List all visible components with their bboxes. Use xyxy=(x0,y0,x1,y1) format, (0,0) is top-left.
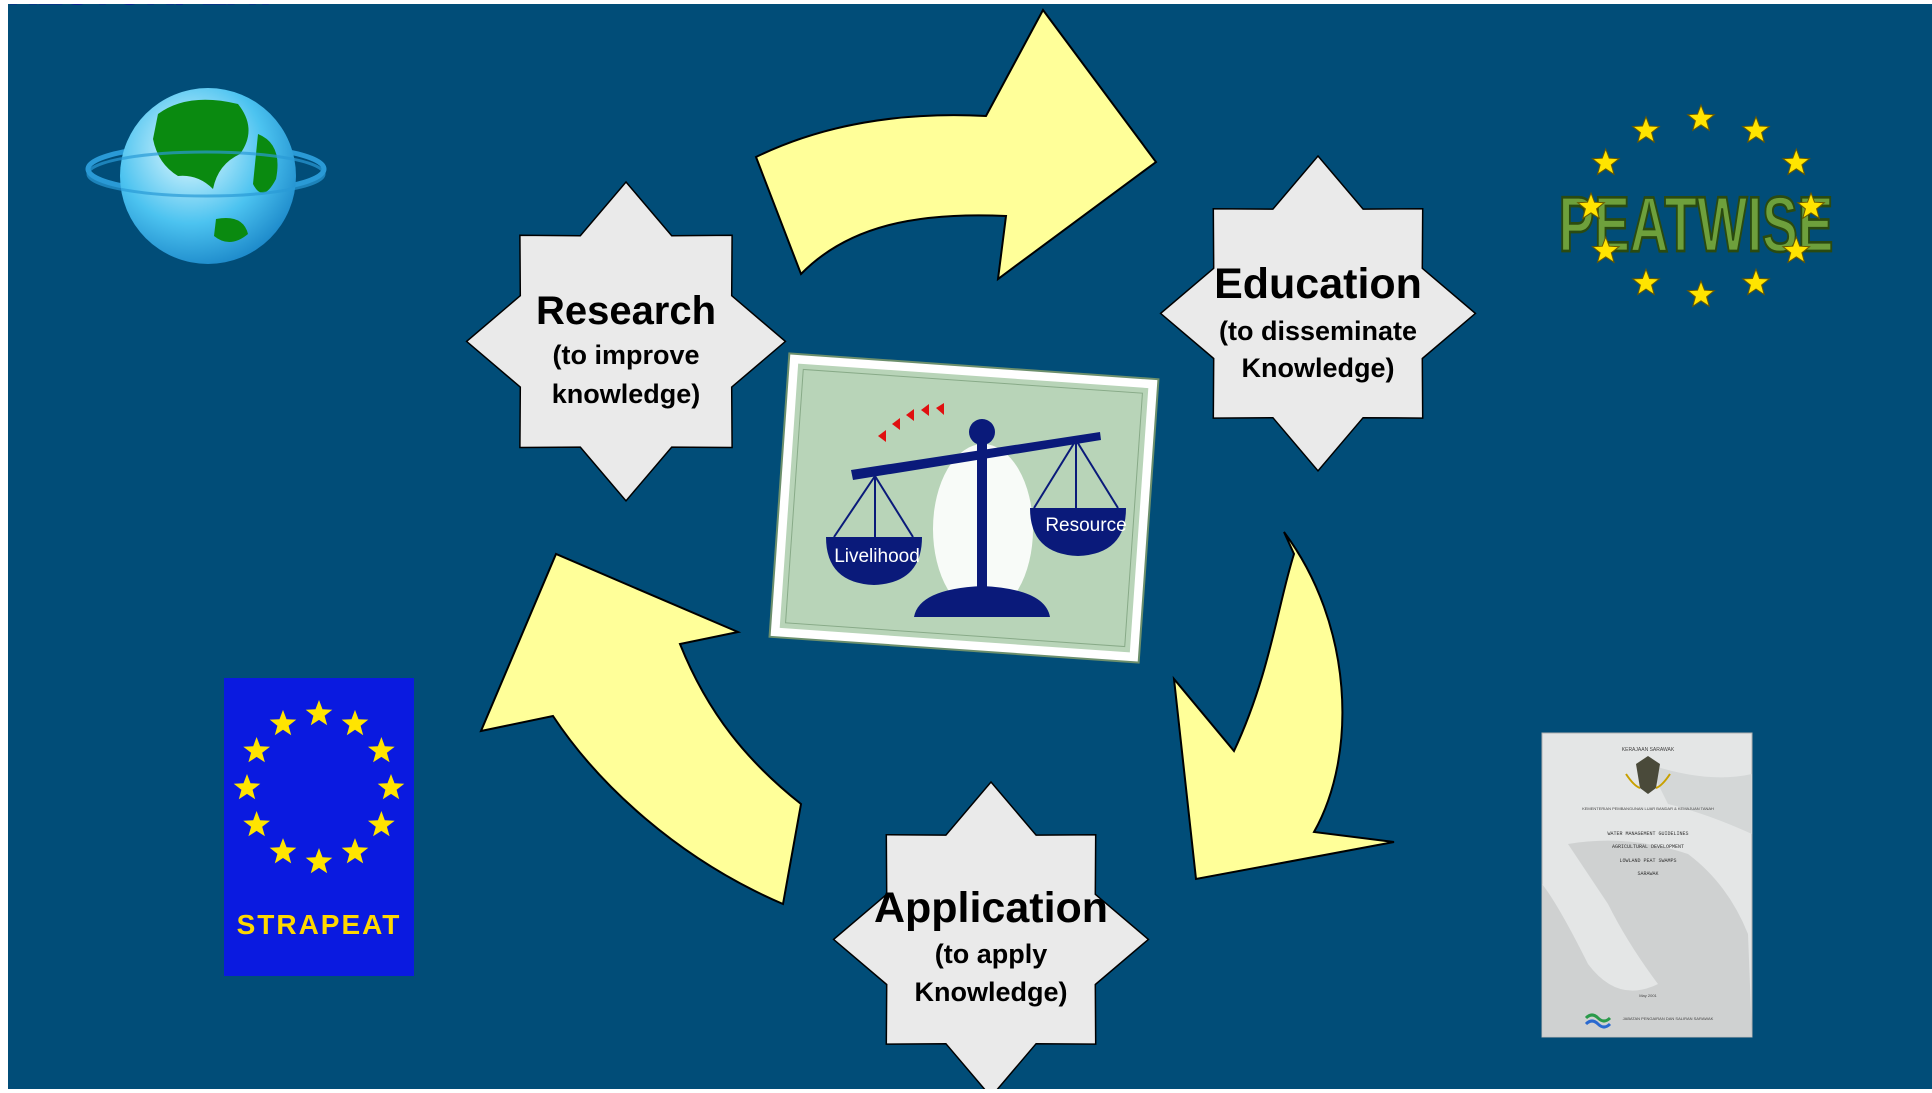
node-application-sub1: (to apply xyxy=(935,939,1048,969)
node-research-sub1: (to improve xyxy=(552,340,699,370)
document-date: May 2001 xyxy=(1639,993,1657,998)
balance-scale-icon xyxy=(826,403,1126,617)
eu-star-icon xyxy=(368,811,395,837)
slide-canvas: Research (to improve knowledge) Educatio… xyxy=(8,4,1932,1089)
eu-star-icon xyxy=(233,774,261,800)
eu-star-icon xyxy=(243,737,270,763)
strapeat-logo-text: STRAPEAT xyxy=(237,909,402,940)
eu-star-icon xyxy=(1741,115,1771,144)
eu-star-icon xyxy=(368,737,395,763)
water-management-document: KERAJAAN SARAWAK KEMENTERIAN PEMBANGUNAN… xyxy=(1541,732,1753,1038)
eu-star-icon xyxy=(1781,147,1811,176)
document-footer: JABATAN PENGAIRAN DAN SALIRAN SARAWAK xyxy=(1623,1016,1714,1021)
eu-star-icon xyxy=(1576,191,1606,220)
document-line4: SARAWAK xyxy=(1637,871,1658,877)
node-research-title: Research xyxy=(536,289,716,333)
eu-star-icon xyxy=(1741,267,1771,296)
peatwise-logo: PEATWISE xyxy=(1558,103,1834,308)
eu-star-icon xyxy=(341,709,369,736)
arrow-education-to-application xyxy=(1172,531,1395,881)
arrow-application-to-research xyxy=(479,552,803,906)
eu-star-icon xyxy=(269,838,297,864)
eu-star-icon xyxy=(305,848,333,874)
eu-star-icon xyxy=(243,811,270,837)
eu-star-icon xyxy=(341,838,369,864)
scale-label-livelihood: Livelihood xyxy=(834,546,920,567)
strapeat-stars xyxy=(233,700,405,874)
node-research: Research (to improve knowledge) xyxy=(465,180,787,502)
node-education: Education (to disseminate Knowledge) xyxy=(1159,154,1477,472)
restorpeat-logo-text: RESTORPEAT xyxy=(8,4,278,13)
eu-star-icon xyxy=(1686,279,1716,308)
restorpeat-logo: RESTORPEAT xyxy=(8,4,327,264)
eu-star-icon xyxy=(1591,147,1621,176)
eu-star-icon xyxy=(377,774,405,800)
document-line1: WATER MANAGEMENT GUIDELINES xyxy=(1607,831,1688,837)
eu-star-icon xyxy=(1796,191,1826,220)
eu-star-icon xyxy=(1781,235,1811,264)
eu-star-icon xyxy=(1686,103,1716,132)
arrow-research-to-education xyxy=(754,8,1158,282)
peatwise-stars xyxy=(1576,103,1826,308)
node-research-sub2: knowledge) xyxy=(552,379,701,409)
eu-star-icon xyxy=(1631,115,1661,144)
node-application: Application (to apply Knowledge) xyxy=(832,780,1150,1089)
strapeat-logo: STRAPEAT xyxy=(224,678,414,976)
node-education-title: Education xyxy=(1214,260,1422,308)
document-header: KERAJAAN SARAWAK xyxy=(1622,747,1675,753)
document-ministry: KEMENTERIAN PEMBANGUNAN LUAR BANDAR & KE… xyxy=(1582,806,1714,811)
document-line3: LOWLAND PEAT SWAMPS xyxy=(1619,858,1676,864)
eu-star-icon xyxy=(1631,267,1661,296)
scale-label-resource: Resource xyxy=(1045,515,1126,536)
eu-star-icon xyxy=(1591,235,1621,264)
eu-star-icon xyxy=(269,709,297,736)
document-line2: AGRICULTURAL DEVELOPMENT xyxy=(1612,844,1684,850)
node-application-title: Application xyxy=(874,884,1108,932)
cycle-diagram: Research (to improve knowledge) Educatio… xyxy=(8,4,1834,1089)
node-education-sub1: (to disseminate xyxy=(1219,316,1417,346)
node-education-sub2: Knowledge) xyxy=(1242,353,1395,383)
node-application-sub2: Knowledge) xyxy=(915,977,1068,1007)
eu-star-icon xyxy=(305,700,333,726)
